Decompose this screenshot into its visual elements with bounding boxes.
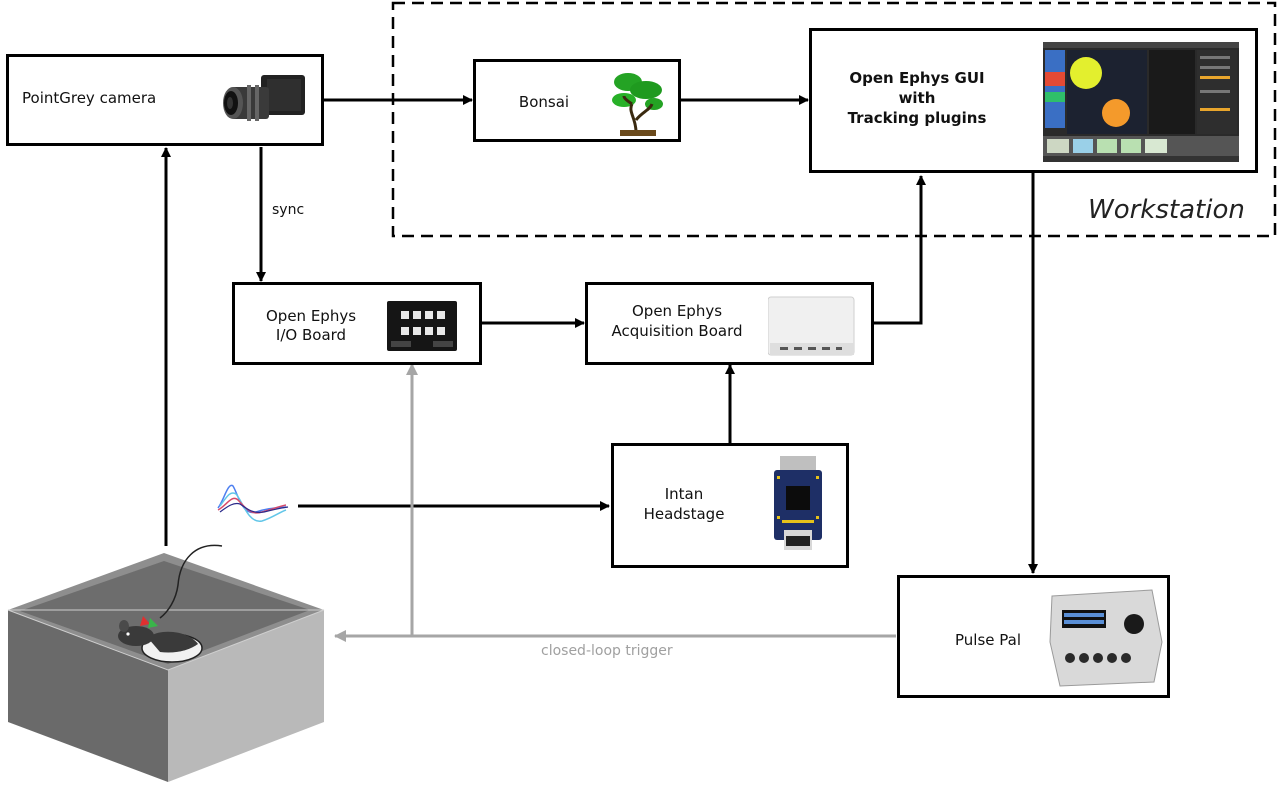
neural-signal-icon: [217, 484, 289, 522]
gui-label-line3: Tracking plugins: [847, 109, 987, 127]
edge-acquisition-gui: [872, 175, 926, 325]
headstage-label-line2: Headstage: [643, 505, 725, 523]
closed-loop-trigger-label: closed-loop trigger: [541, 643, 673, 659]
bonsai-label: Bonsai: [518, 93, 570, 111]
workstation-label: Workstation: [1088, 195, 1245, 225]
node-open-ephys-gui[interactable]: Open Ephys GUI with Tracking plugins: [809, 28, 1258, 173]
arena-box: [7, 553, 325, 782]
sync-label: sync: [272, 202, 305, 218]
node-pulse-pal[interactable]: Pulse Pal: [897, 575, 1170, 698]
tether-cable: [159, 544, 223, 619]
gui-label-line2: with: [898, 89, 936, 107]
io-board-icon: [387, 301, 457, 351]
acq-label-line2: Acquisition Board: [611, 322, 743, 340]
gui-label-line1: Open Ephys GUI: [849, 69, 985, 87]
gui-screenshot-icon: [1043, 42, 1239, 162]
node-bonsai[interactable]: Bonsai: [473, 59, 681, 142]
io-label-line2: I/O Board: [275, 326, 347, 344]
workstation-boundary: [391, 1, 1277, 238]
rat-icon: [118, 616, 203, 663]
headstage-label-line1: Intan: [664, 485, 704, 503]
bonsai-tree-icon: [612, 73, 663, 136]
camera-label: PointGrey camera: [22, 89, 157, 107]
camera-icon: [223, 75, 305, 121]
node-intan-headstage[interactable]: Intan Headstage: [611, 443, 849, 568]
io-label-line1: Open Ephys: [265, 307, 357, 325]
headstage-chip-icon: [774, 456, 822, 550]
pulse-pal-device-icon: [1049, 589, 1163, 687]
pulse-pal-label: Pulse Pal: [955, 631, 1021, 649]
node-pointgrey-camera[interactable]: PointGrey camera: [6, 54, 324, 146]
node-acquisition-board[interactable]: Open Ephys Acquisition Board: [585, 282, 874, 365]
acq-label-line1: Open Ephys: [631, 302, 723, 320]
acquisition-board-icon: [768, 296, 855, 356]
node-io-board[interactable]: Open Ephys I/O Board: [232, 282, 482, 365]
